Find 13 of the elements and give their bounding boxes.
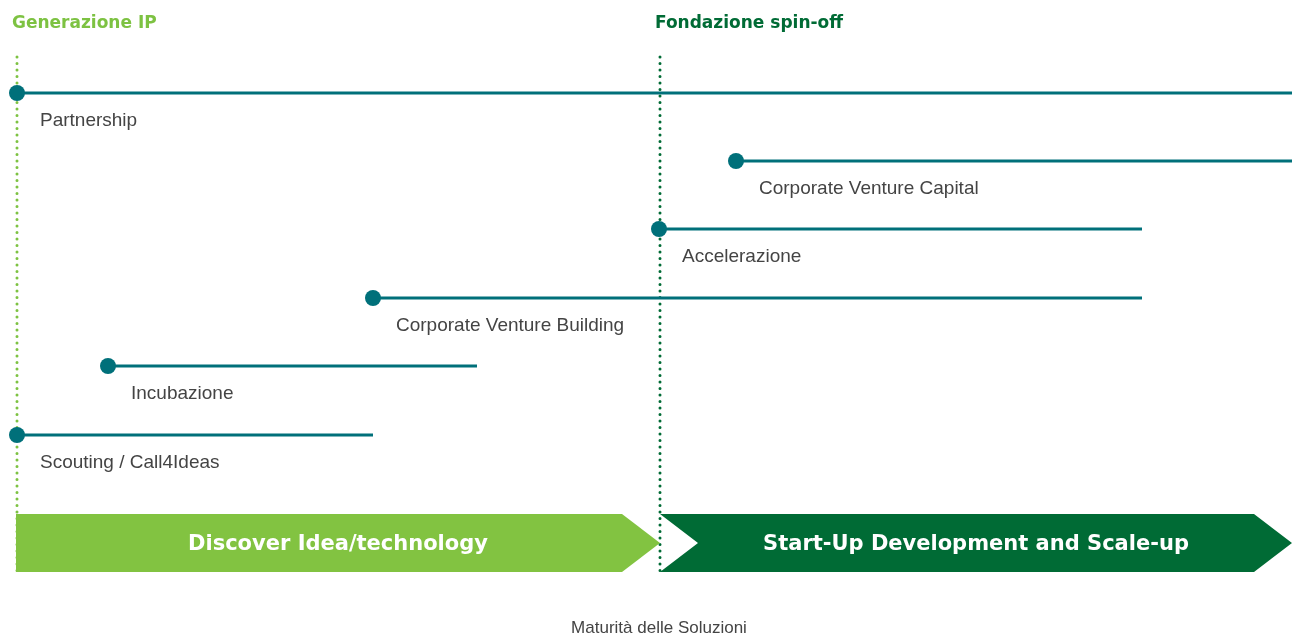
bar-label: Partnership [40, 109, 138, 131]
bar-label: Accelerazione [682, 245, 802, 267]
phase-chevron [16, 514, 660, 572]
bar-label: Corporate Venture Building [396, 314, 625, 336]
phase-label: Discover Idea/technology [188, 531, 488, 555]
phase-label: Start-Up Development and Scale-up [763, 531, 1189, 555]
milestone-heading: Generazione IP [12, 12, 157, 32]
axis-caption: Maturità delle Soluzioni [570, 618, 748, 638]
bar-label: Corporate Venture Capital [759, 177, 979, 199]
bar-label: Scouting / Call4Ideas [40, 451, 220, 473]
bar-label: Incubazione [131, 382, 234, 404]
milestone-heading: Fondazione spin-off [655, 12, 844, 32]
phase-chevron [660, 514, 1292, 572]
